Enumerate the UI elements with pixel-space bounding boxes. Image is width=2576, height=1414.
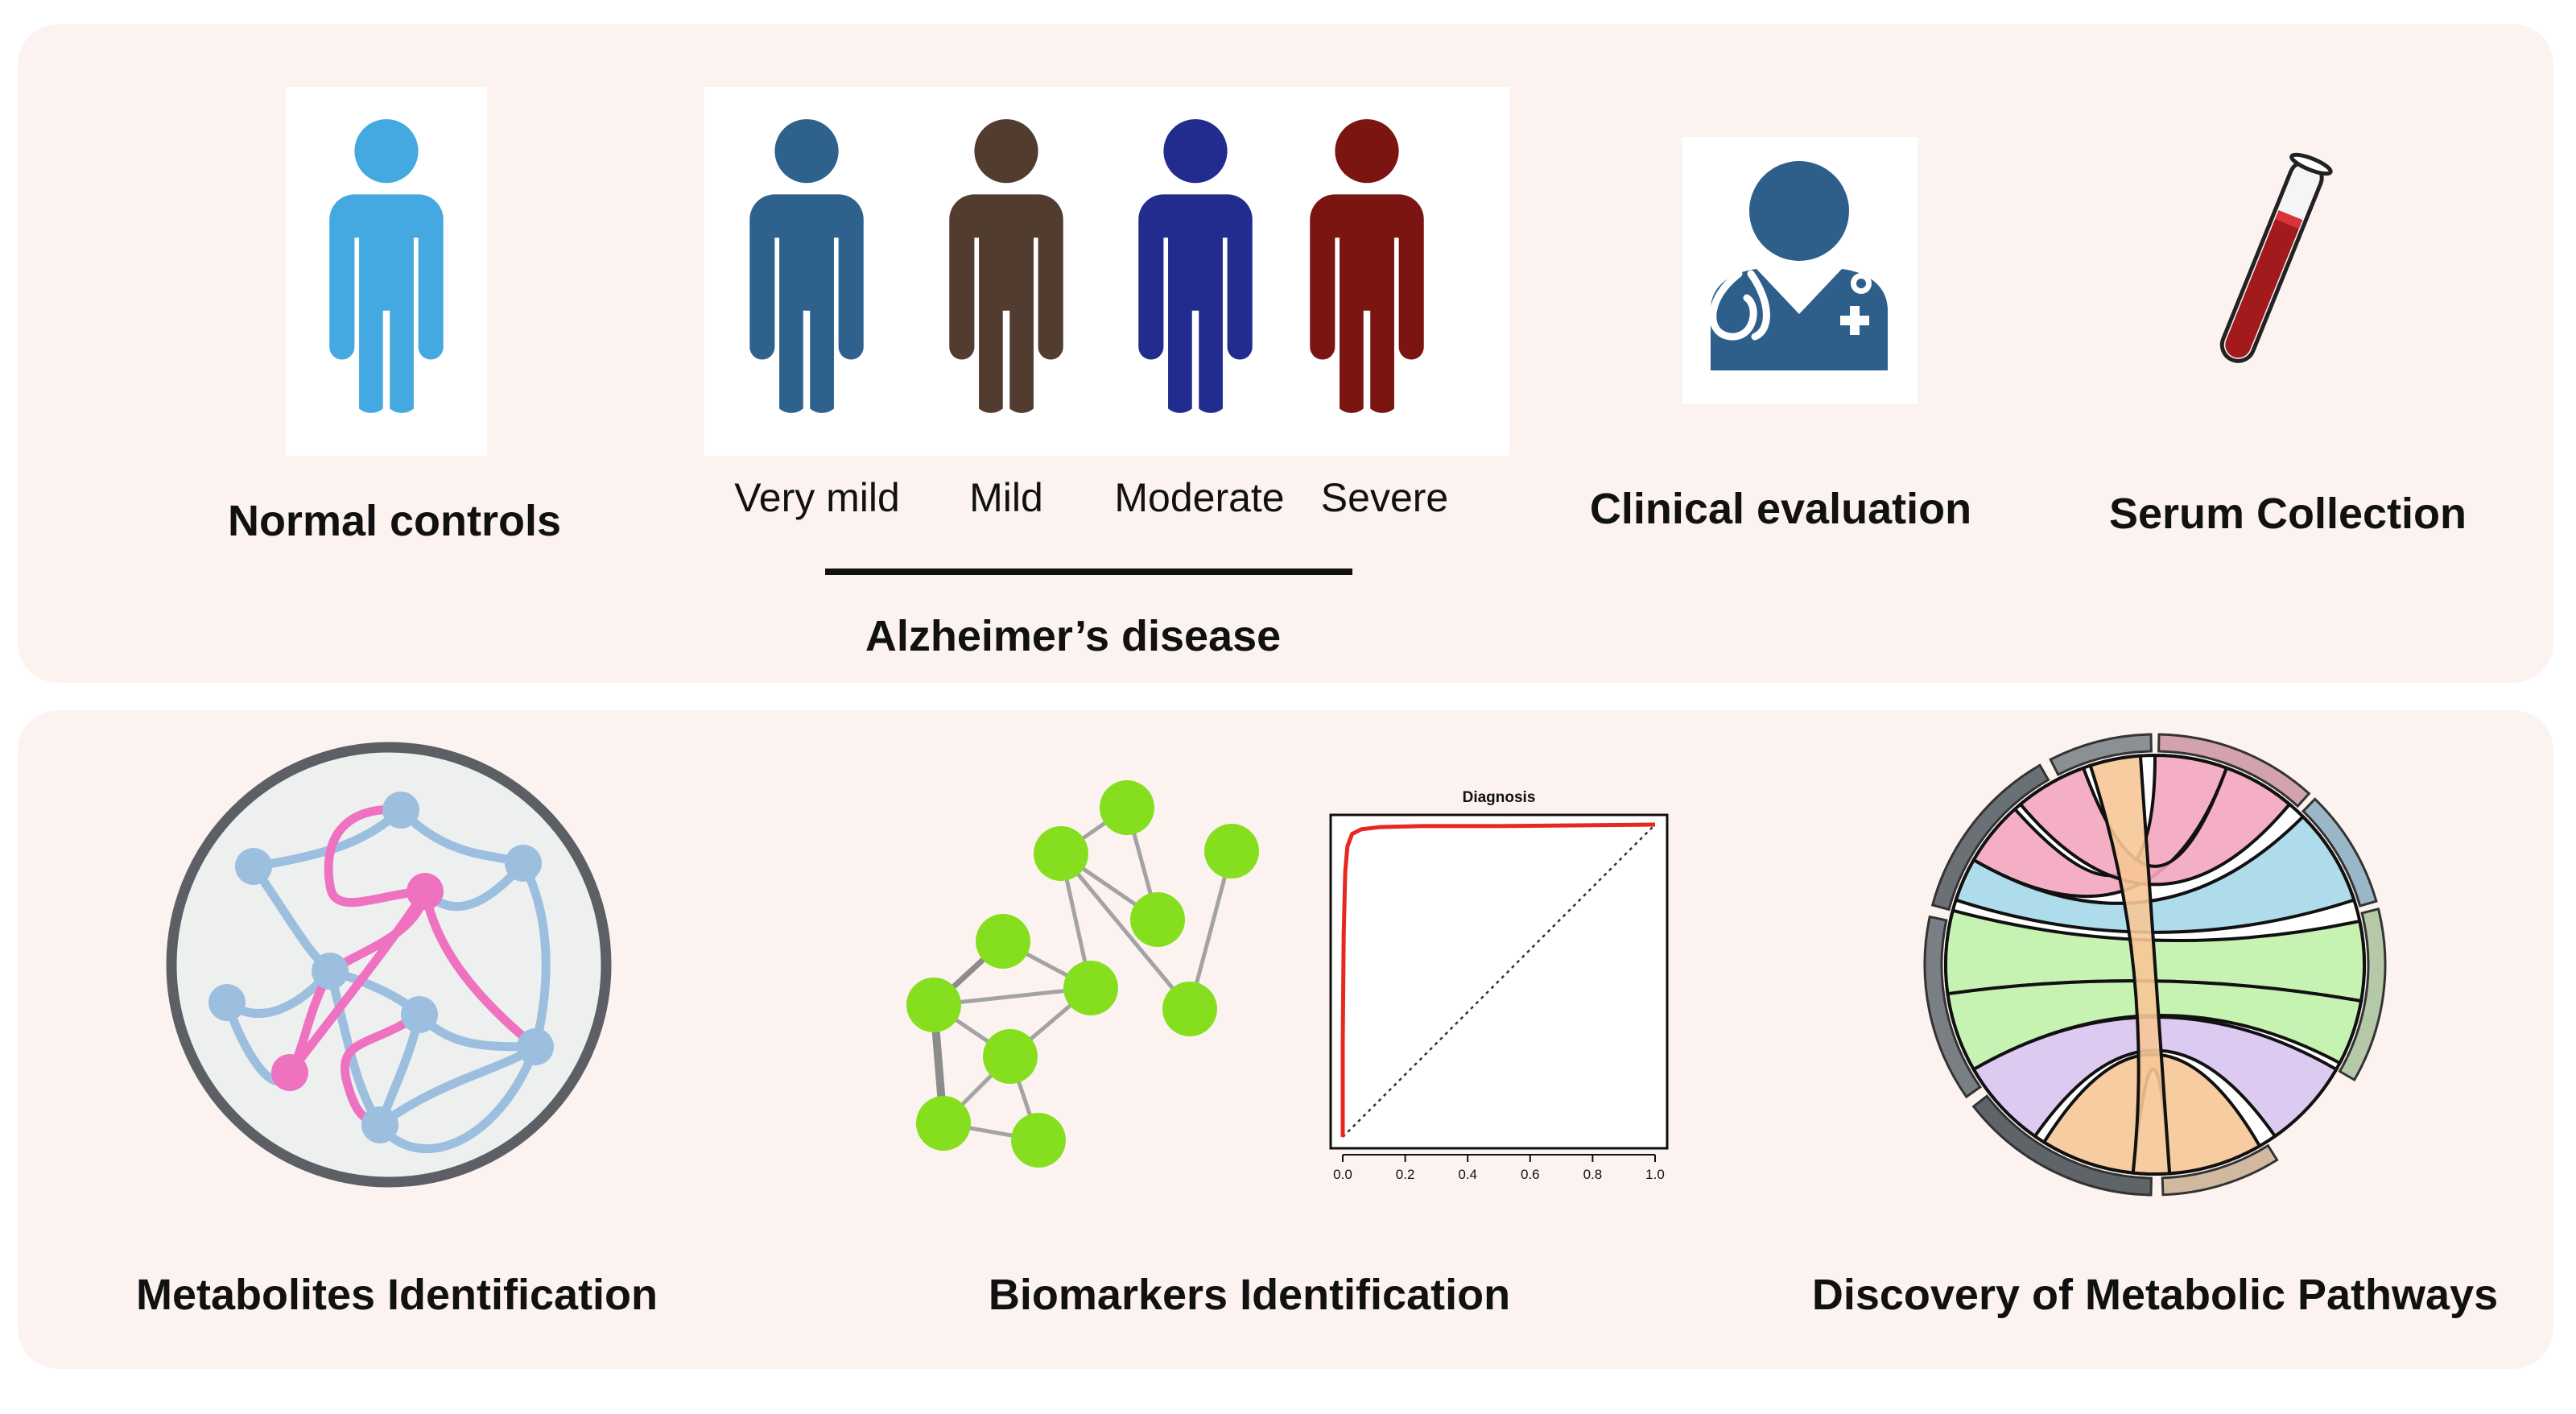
stage-label-mild: Mild (969, 475, 1043, 520)
biomarkers-identification-label: Biomarkers Identification (989, 1271, 1510, 1319)
chord-ribbon (1971, 1015, 2339, 1139)
metabolic-pathways-label: Discovery of Metabolic Pathways (1812, 1271, 2498, 1319)
chord-arc-segment (2157, 733, 2311, 808)
clinical-evaluation-label: Clinical evaluation (1590, 485, 1971, 533)
serum-collection-label: Serum Collection (2109, 490, 2467, 538)
roc-curve (1340, 822, 1656, 1137)
x-tick-label: 0.4 (1458, 1167, 1477, 1182)
chart-title: Diagnosis (1463, 789, 1536, 806)
chord-arc-segment (2161, 1143, 2279, 1197)
doctor-icon (1709, 161, 1888, 370)
metabolites-identification-label: Metabolites Identification (136, 1271, 658, 1319)
x-axis: 0.0 0.2 0.4 0.6 0.8 1.0 (1333, 1154, 1665, 1182)
chord-arc-segment (1930, 763, 2050, 912)
bottom-panel (18, 710, 2553, 1369)
chord-arc-segment (2338, 907, 2387, 1082)
x-tick-label: 0.6 (1521, 1167, 1540, 1182)
chord-ribbon (2088, 754, 2172, 1176)
metabolite-network (166, 742, 612, 1188)
chord-arcs (1923, 733, 2387, 1197)
biomarker-network (906, 780, 1259, 1168)
stage-label-very-mild: Very mild (734, 475, 900, 520)
chord-ribbons (1944, 753, 2366, 1176)
x-tick-label: 0.0 (1333, 1167, 1352, 1182)
alzheimers-disease-label: Alzheimer’s disease (865, 612, 1281, 660)
chord-arc-segment (2301, 797, 2378, 908)
blood-tube-icon (2219, 152, 2333, 363)
reference-diagonal (1342, 824, 1656, 1138)
metabolic-pathway-chord-diagram (1923, 733, 2387, 1197)
chord-ribbon (1954, 814, 2356, 934)
chord-ribbon (2018, 766, 2292, 887)
x-tick-label: 1.0 (1645, 1167, 1665, 1182)
chord-arc-segment (1971, 1094, 2153, 1197)
x-tick-label: 0.8 (1583, 1167, 1603, 1182)
stage-label-severe: Severe (1321, 475, 1448, 520)
disease-bracket-line (825, 568, 1352, 575)
chord-arc-segment (2049, 733, 2153, 776)
chord-arc-segment (1923, 915, 1982, 1099)
stage-label-moderate: Moderate (1114, 475, 1284, 520)
x-tick-label: 0.2 (1396, 1167, 1415, 1182)
normal-controls-label: Normal controls (228, 497, 561, 545)
roc-chart: Diagnosis 0.0 0.2 0.4 0.6 0.8 1.0 (1329, 789, 1669, 1182)
